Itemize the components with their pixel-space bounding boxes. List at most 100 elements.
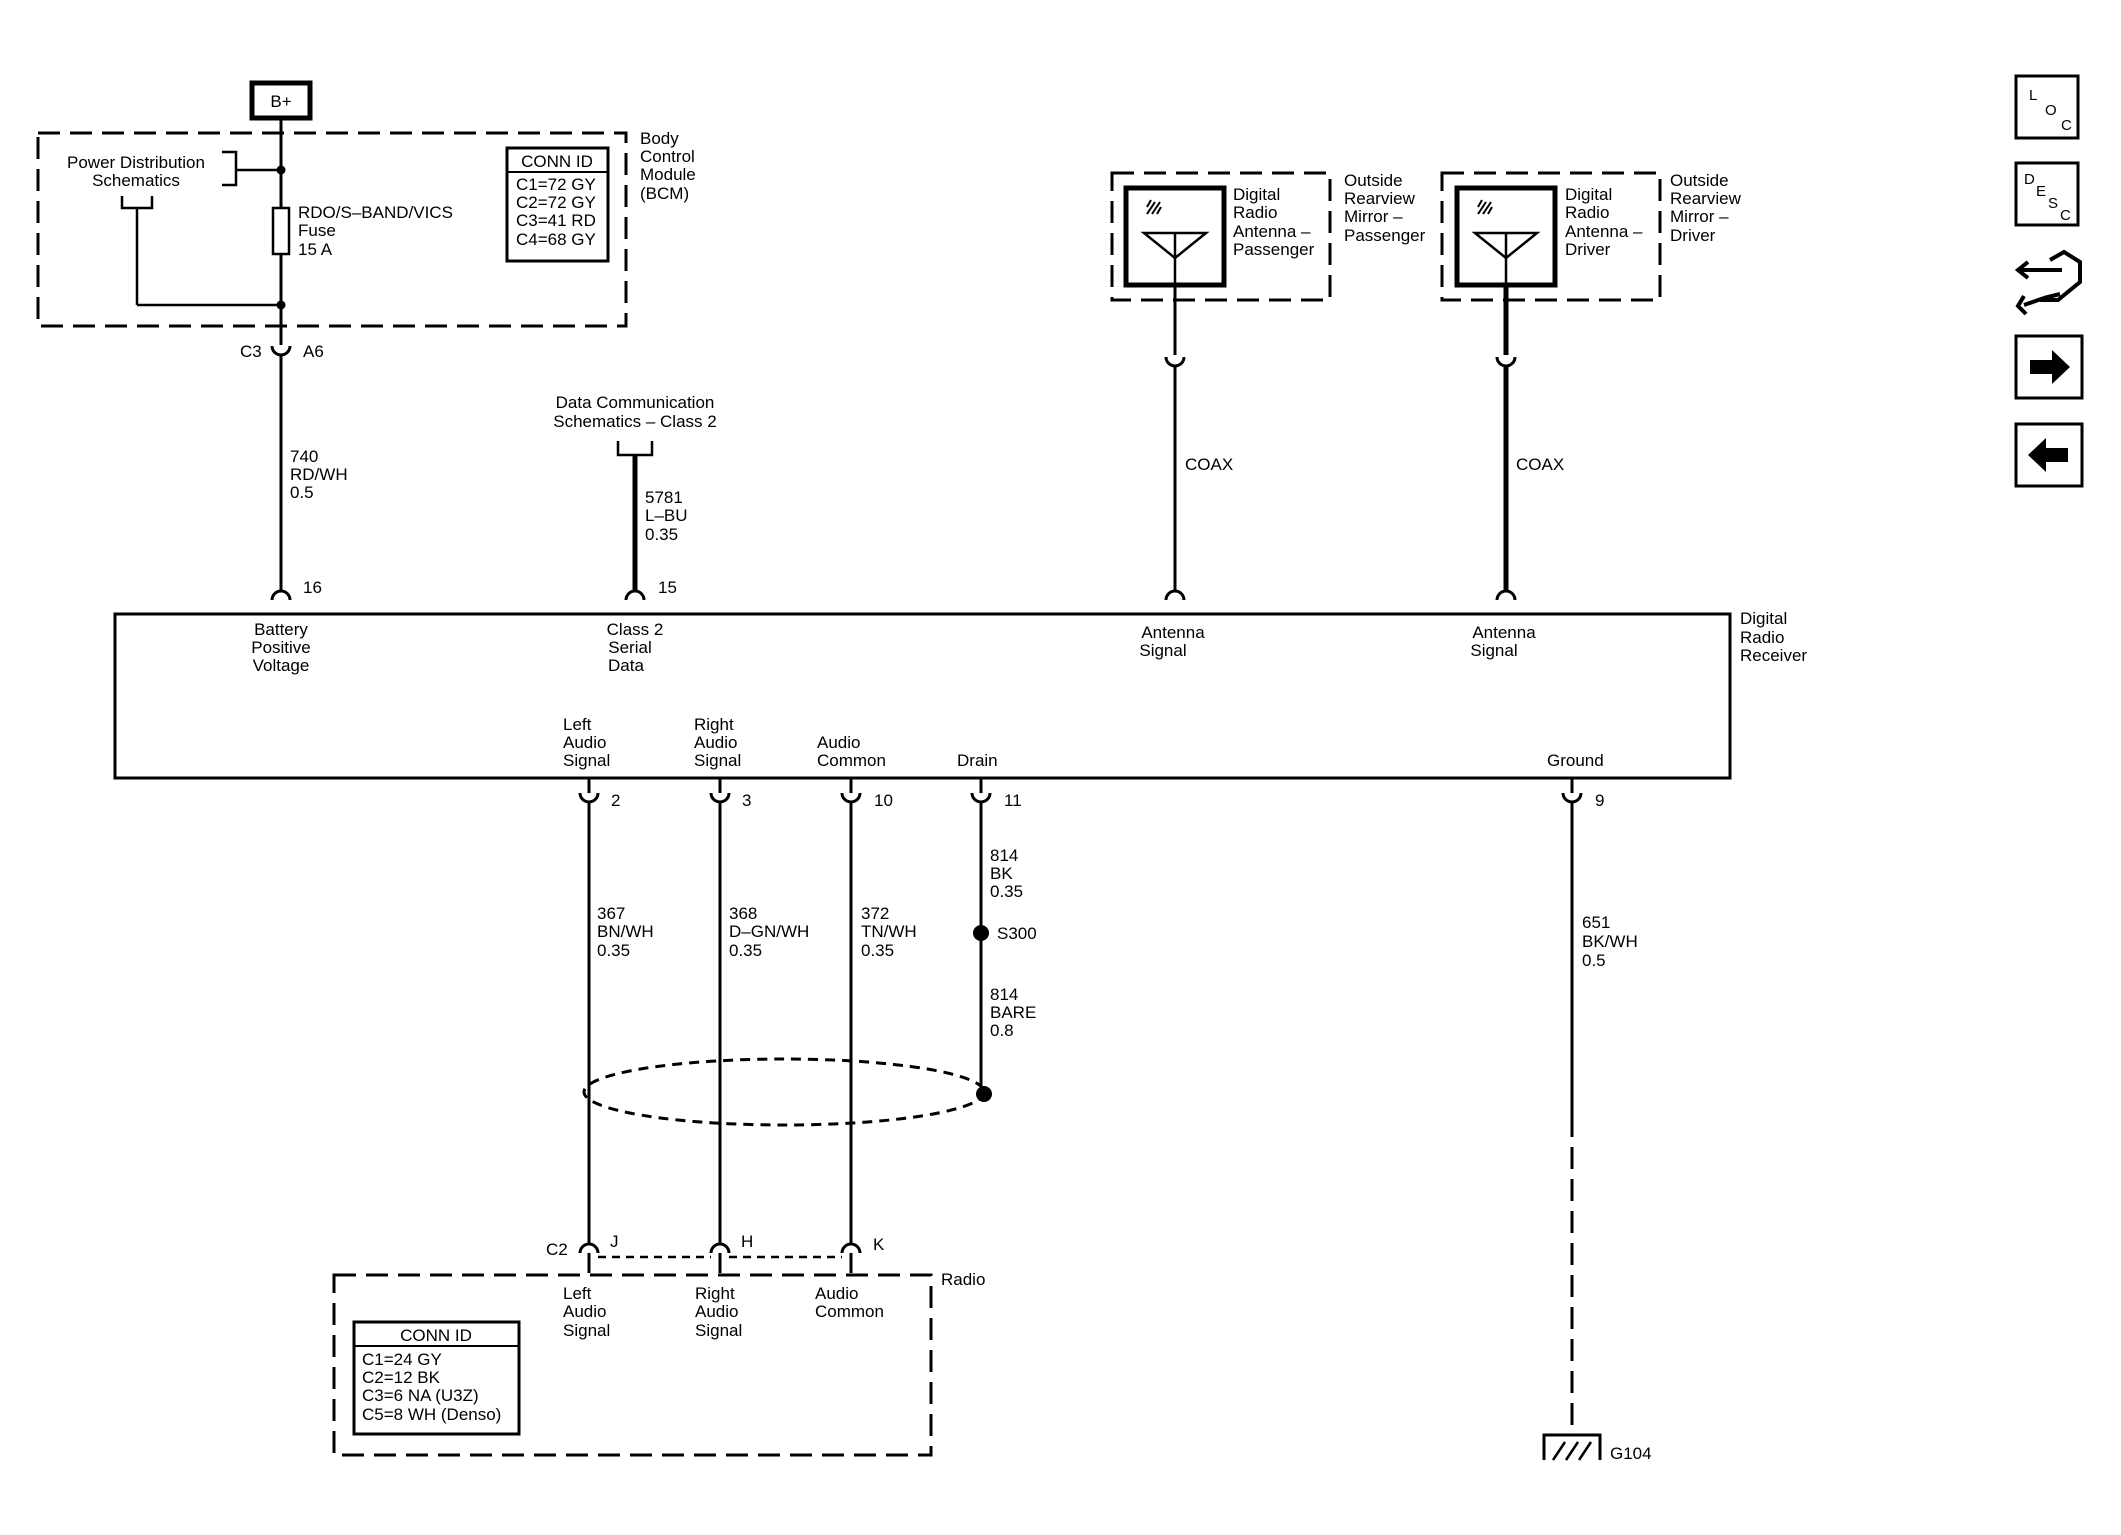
svg-text:C: C [2060,207,2071,224]
connector-c3-label: C3 [240,342,262,361]
wire-814-color-a: BK [990,864,1013,883]
bcm-conn-title: CONN ID [521,152,593,171]
wire-814-gauge-a: 0.35 [990,882,1023,901]
mirror-driver-label-1: Outside [1670,171,1729,190]
bcm-conn-id-table: CONN ID C1=72 GY C2=72 GY C3=41 RD C4=68… [505,146,610,263]
fuse-label-1: RDO/S–BAND/VICS [298,203,453,222]
mirror-passenger-label-1: Outside [1344,171,1403,190]
battery-label-3: Voltage [253,656,310,675]
pin-10-label: 10 [874,791,893,810]
fuse-symbol [271,206,291,256]
svg-text:L: L [2029,87,2037,104]
arrow-left-icon [2028,438,2068,472]
mirror-driver-label-3: Mirror – [1670,207,1729,226]
mirror-passenger-label-3: Mirror – [1344,207,1403,226]
loc-button[interactable]: L O C [2014,74,2080,140]
bcm-module: Body Control Module (BCM) Power Distribu… [36,118,696,345]
pin-15-terminal [624,589,646,601]
bcm-label-4: (BCM) [640,184,689,203]
pin-2-label: 2 [611,791,620,810]
antenna-signal-1-label-1: Antenna [1141,623,1205,642]
bcm-conn-c1: C1=72 GY [516,175,596,194]
class2-label-2: Serial [608,638,651,657]
pin-9-label: 9 [1595,791,1604,810]
splice-s300-label: S300 [997,924,1037,943]
wire-651-color: BK/WH [1582,932,1638,951]
antenna-passenger-label-2: Radio [1233,203,1277,222]
bcm-label-1: Body [640,129,679,148]
battery-label-2: Positive [251,638,311,657]
wire-372-gauge: 0.35 [861,941,894,960]
wire-367-color: BN/WH [597,922,654,941]
audio-common-label-1: Audio [817,733,860,752]
pin-16-terminal [270,589,292,601]
wire-651-gauge: 0.5 [1582,951,1606,970]
coax-passenger-label: COAX [1185,455,1233,474]
data-comm-label-1: Data Communication [556,393,715,412]
bcm-label-3: Module [640,165,696,184]
connector-c2-label: C2 [546,1240,568,1259]
radio-left-audio-label-1: Left [563,1284,592,1303]
right-audio-label-1: Right [694,715,734,734]
bcm-outline [36,131,628,328]
next-button[interactable] [2014,334,2084,400]
connector-wrench-icon [2014,249,2082,316]
radio-audio-common-label-2: Common [815,1302,884,1321]
desc-button[interactable]: D E S C [2014,161,2080,227]
wire-368-gauge: 0.35 [729,941,762,960]
left-audio-label-2: Audio [563,733,606,752]
antenna-passenger: Digital Radio Antenna – Passenger Outsid… [1110,171,1426,302]
wire-367-num: 367 [597,904,625,923]
previous-button[interactable] [2014,422,2084,488]
power-distribution-label-1: Power Distribution [67,153,205,172]
right-audio-label-3: Signal [694,751,741,770]
splice-s300 [973,925,989,941]
wire-372-num: 372 [861,904,889,923]
bcm-conn-c3: C3=41 RD [516,211,596,230]
radio-module: Radio Left Audio Signal Right Audio Sign… [332,1270,985,1457]
wire-740-color: RD/WH [290,465,348,484]
wire-814-gauge-b: 0.8 [990,1021,1014,1040]
radio-conn-c2: C2=12 BK [362,1368,441,1387]
wire-5781-num: 5781 [645,488,683,507]
mirror-passenger-label-2: Rearview [1344,189,1416,208]
antenna-signal-2-label-2: Signal [1470,641,1517,660]
wire-5781-gauge: 0.35 [645,525,678,544]
wire-372-color: TN/WH [861,922,917,941]
wire-740-num: 740 [290,447,318,466]
pin-11-label: 11 [1004,791,1022,810]
wire-814-color-b: BARE [990,1003,1036,1022]
wire-367-gauge: 0.35 [597,941,630,960]
arrow-right-icon [2030,350,2070,384]
bcm-conn-c4: C4=68 GY [516,230,596,249]
battery-label-1: Battery [254,620,308,639]
wire-740-gauge: 0.5 [290,483,314,502]
mirror-passenger-label-4: Passenger [1344,226,1426,245]
antenna-passenger-label-3: Antenna – [1233,222,1311,241]
radio-label: Radio [941,1270,985,1289]
svg-text:D: D [2024,171,2035,188]
drr-label-2: Radio [1740,628,1784,647]
fuse-label-3: 15 A [298,240,333,259]
data-comm-label-2: Schematics – Class 2 [553,412,716,431]
antenna-driver: Digital Radio Antenna – Driver Outside R… [1440,171,1742,302]
connector-view-button[interactable] [2014,249,2082,316]
pin-16-label: 16 [303,578,322,597]
antenna-driver-label-2: Radio [1565,203,1609,222]
antenna-signal-1-label-2: Signal [1139,641,1186,660]
right-audio-label-2: Audio [694,733,737,752]
radio-conn-title: CONN ID [400,1326,472,1345]
antenna-signal-2-label-1: Antenna [1472,623,1536,642]
antenna-passenger-label-4: Passenger [1233,240,1315,259]
mirror-driver-label-4: Driver [1670,226,1716,245]
wire-651-num: 651 [1582,913,1610,932]
b-plus-label: B+ [270,92,291,111]
bcm-conn-c2: C2=72 GY [516,193,596,212]
radio-conn-c3: C3=6 NA (U3Z) [362,1386,479,1405]
wire-814-num-a: 814 [990,846,1018,865]
ground-g104-icon [1542,1433,1602,1461]
class2-label-3: Data [608,656,644,675]
fuse-label-2: Fuse [298,221,336,240]
radio-right-audio-label-1: Right [695,1284,735,1303]
loc-icon: L O C [2029,87,2072,134]
